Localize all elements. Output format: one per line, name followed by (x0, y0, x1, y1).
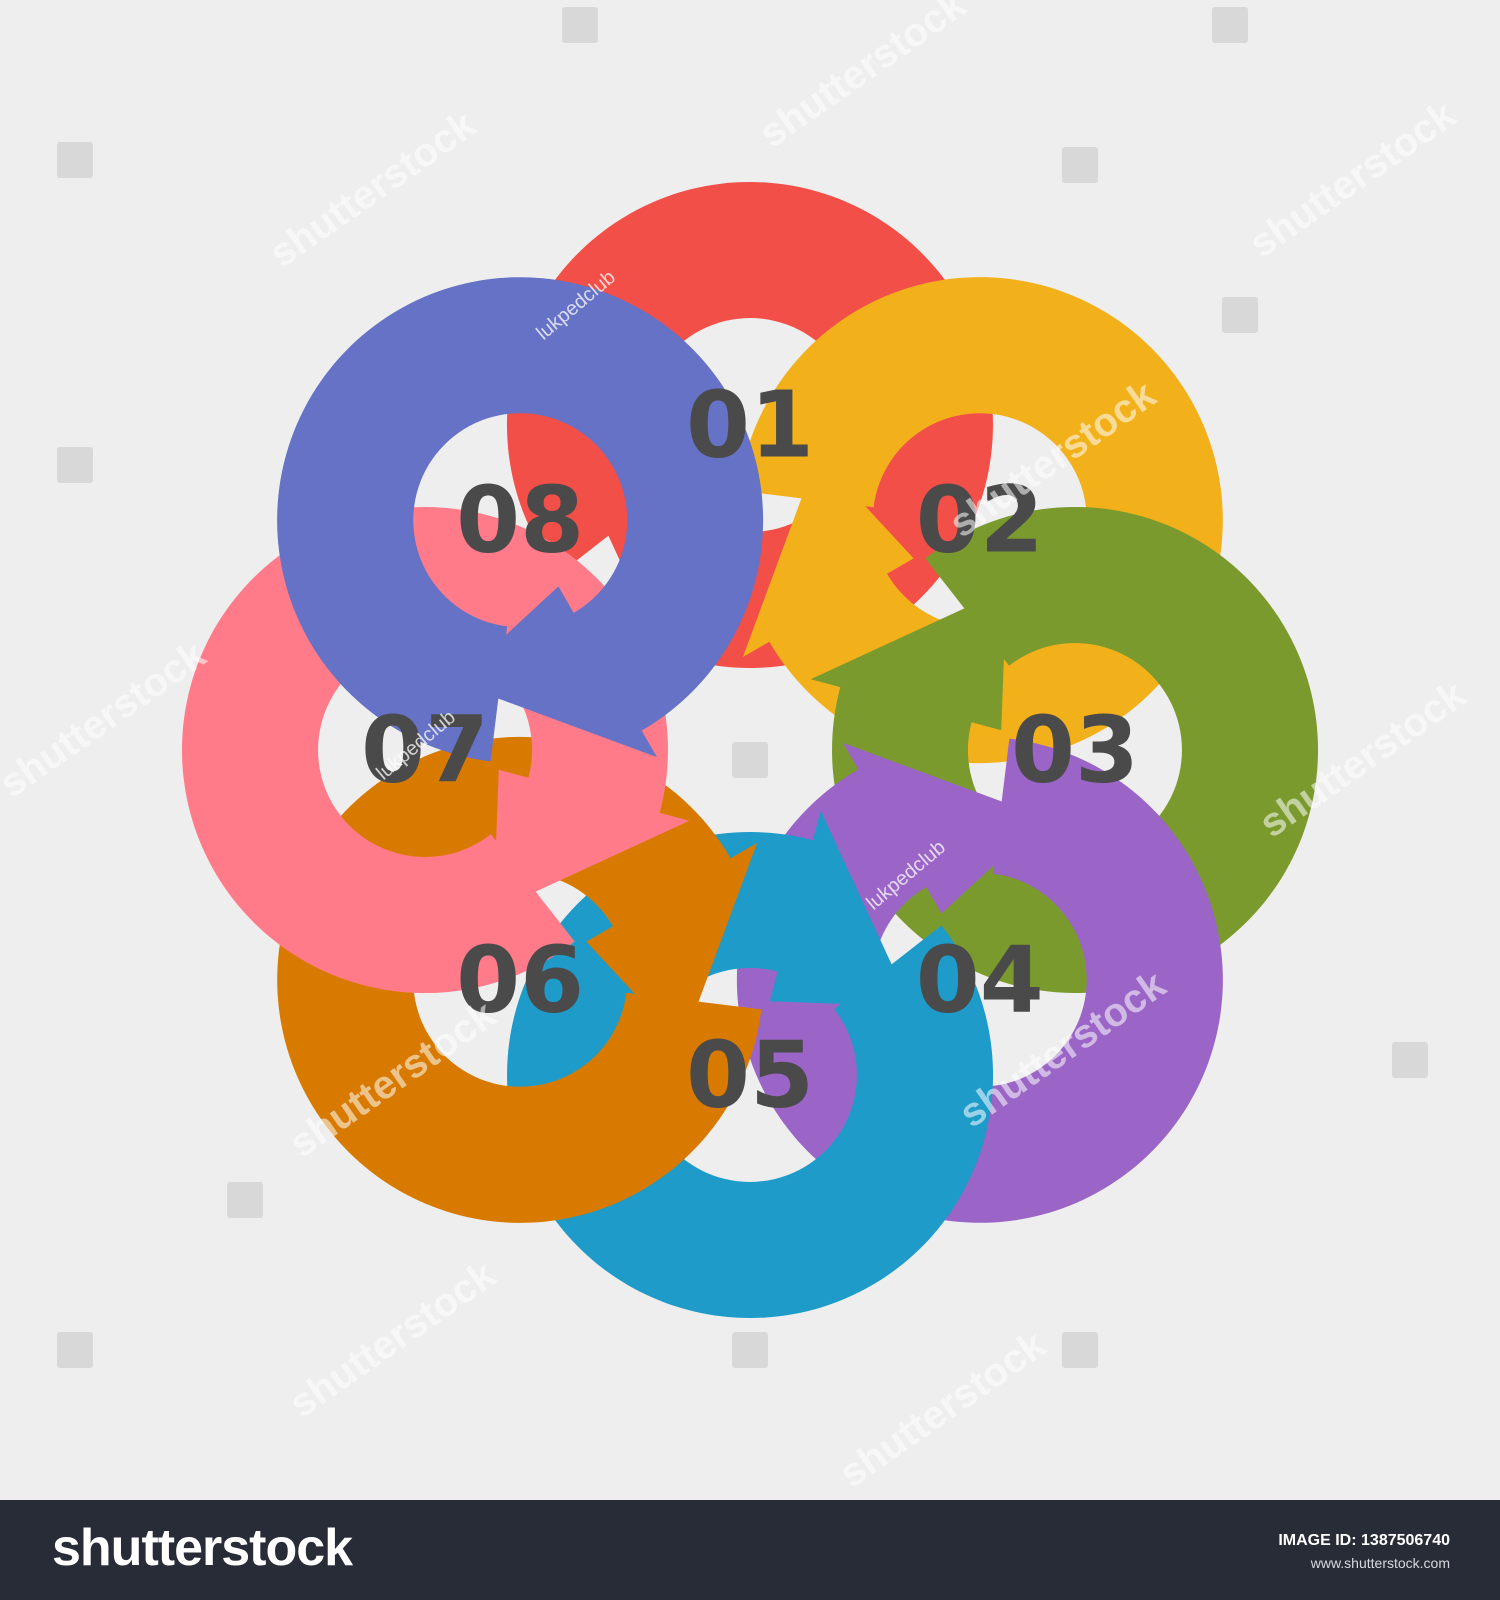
image-meta: IMAGE ID: 1387506740 www.shutterstock.co… (1278, 1530, 1450, 1574)
footer-bar: shutterstock IMAGE ID: 1387506740 www.sh… (0, 1500, 1500, 1600)
site-url: www.shutterstock.com (1310, 1555, 1450, 1571)
watermark-logo-icon (227, 1182, 263, 1218)
watermark-logo-icon (1062, 147, 1098, 183)
step-label-01: 01 (686, 372, 814, 479)
diagram-canvas: 01 02 03 04 05 06 07 08 shutterstock shutterstoc… (0, 0, 1464, 1496)
watermark-logo-icon (562, 7, 598, 43)
watermark-logo-icon (57, 142, 93, 178)
watermark-logo-icon (1062, 1332, 1098, 1368)
image-id-label: IMAGE ID: (1278, 1532, 1357, 1549)
watermark-logo-icon (1392, 1042, 1428, 1078)
watermark-logo-icon (732, 1332, 768, 1368)
watermark-text: shutterstock (262, 102, 484, 276)
image-id-value: 1387506740 (1361, 1532, 1450, 1549)
step-label-03: 03 (1011, 697, 1139, 804)
step-label-04: 04 (916, 926, 1044, 1033)
watermark-text: shutterstock (0, 632, 214, 806)
watermark-logo-icon (57, 1332, 93, 1368)
watermark-logo-icon (57, 447, 93, 483)
watermark-logo-icon (1222, 297, 1258, 333)
step-label-02: 02 (916, 467, 1044, 574)
step-arrow-08 (277, 277, 764, 762)
step-label-06: 06 (456, 926, 584, 1033)
watermark-text: shutterstock (282, 1252, 504, 1426)
footer-logo: shutterstock (52, 1519, 353, 1577)
step-label-05: 05 (686, 1022, 814, 1129)
image-id-line: IMAGE ID: 1387506740 (1278, 1530, 1450, 1552)
watermark-text: shutterstock (752, 0, 974, 156)
step-label-07: 07 (361, 697, 489, 804)
watermark-text: shutterstock (832, 1322, 1054, 1496)
watermark-text: shutterstock (1242, 92, 1464, 266)
circular-diagram: 01 02 03 04 05 06 07 08 shutterstock shutterstoc… (0, 0, 1464, 1496)
watermark-logo-icon (732, 742, 768, 778)
step-label-08: 08 (456, 467, 584, 574)
watermark-logo-icon (1212, 7, 1248, 43)
